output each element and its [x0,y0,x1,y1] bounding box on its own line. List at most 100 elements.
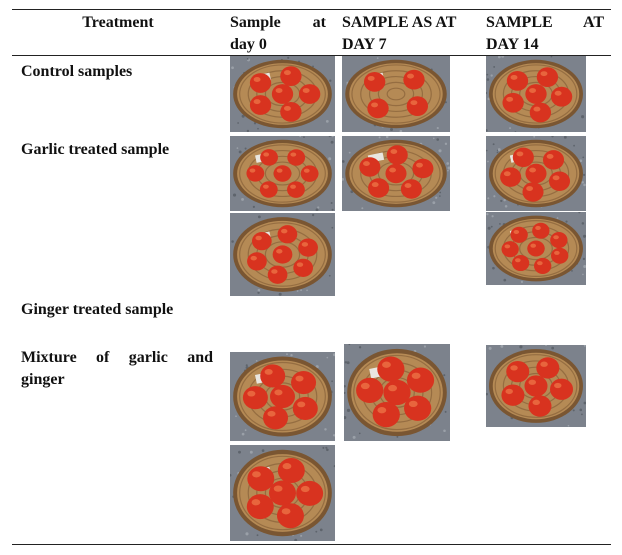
garlic-day14-photo-a [486,136,586,211]
floor-speckle [325,119,329,123]
tomato [525,163,547,184]
tomato [246,165,265,182]
garlic-day0-photo-b [230,213,335,296]
floor-speckle [238,150,242,154]
tomato [280,102,302,122]
floor-speckle [582,234,586,238]
floor-speckle [556,217,559,219]
tomato [356,377,384,403]
floor-speckle [581,181,584,184]
mixture-day14-photo-image [486,345,586,427]
floor-speckle [300,289,303,292]
floor-speckle [249,450,253,454]
floor-speckle [582,173,586,176]
control-day14-photo-image [486,56,586,132]
tomato-highlight [301,242,309,247]
mixture-day7-photo-image [344,344,450,441]
floor-speckle [257,288,261,292]
floor-speckle [244,147,247,150]
tomato [502,92,524,113]
floor-speckle [352,435,356,439]
tomato-highlight [503,171,511,177]
floor-speckle [342,160,345,163]
floor-speckle [579,408,583,412]
floor-speckle [545,345,547,347]
tomato [386,145,408,165]
floor-speckle [326,448,329,452]
floor-speckle [312,65,314,68]
header-day14-word-2: AT [582,14,604,31]
floor-speckle [444,142,448,146]
tomato [512,147,534,168]
floor-speckle [306,289,308,292]
tomato [287,149,306,166]
tomato [270,384,295,409]
row-label-mixture: Mixture of garlic and ginger [21,347,213,391]
tomato-highlight [513,229,520,234]
floor-speckle [443,374,446,377]
control-day0-photo [230,56,335,132]
tomato [271,84,294,104]
mixture-day0-photo-a-image [230,352,335,441]
basket-weave [239,222,326,287]
tomato [510,226,528,243]
floor-speckle [319,528,323,532]
floor-speckle [252,205,255,208]
row-label-mixture-word-1: Mixture [21,349,77,366]
tomato-highlight [275,88,283,94]
floor-speckle [582,257,586,261]
tomato-highlight [504,244,511,249]
floor-speckle [344,384,346,388]
floor-speckle [486,149,488,152]
floor-speckle [486,392,488,396]
tomato [296,480,324,506]
basket-weave [351,144,441,203]
tomato [412,158,434,179]
basket-weave [386,87,406,101]
control-day14-photo [486,56,586,132]
header-day7-line-1: SAMPLE AS AT [342,14,457,31]
tomato-highlight [300,485,310,493]
floor-speckle [446,162,450,165]
floor-speckle [232,193,237,197]
tomato-highlight [510,365,518,371]
tomato [246,494,274,520]
floor-speckle [315,208,319,211]
control-day0-photo-image [230,56,335,132]
floor-speckle [533,136,536,138]
mixture-day7-photo [344,344,450,441]
floor-speckle [396,435,399,438]
floor-speckle [346,361,350,365]
floor-speckle [486,78,490,81]
tomato-highlight [367,75,375,81]
floor-speckle [257,127,259,130]
tomato [368,178,390,198]
tomato-highlight [540,71,548,77]
floor-speckle [317,206,320,209]
tomato-highlight [390,149,398,154]
floor-speckle [432,201,436,205]
basket-weave [351,64,441,124]
tomato-highlight [388,384,397,392]
floor-speckle [361,207,364,210]
floor-speckle [490,74,493,77]
floor-speckle [493,66,496,68]
control-day7-photo-image [342,56,450,132]
tomato-highlight [540,361,548,367]
floor-speckle [358,432,361,435]
tomato-highlight [360,382,370,390]
floor-speckle [578,212,581,214]
tomato [260,364,286,388]
row-label-garlic: Garlic treated sample [21,141,170,158]
garlic-day14-photo-b-image [486,212,586,285]
tomato [377,356,405,382]
floor-speckle [257,291,260,294]
floor-speckle [571,270,573,272]
tomato [269,480,296,506]
floor-speckle [487,160,489,163]
tomato-highlight [510,74,518,80]
tomato-highlight [276,249,283,254]
tomato [404,395,432,421]
floor-speckle [286,353,288,356]
floor-speckle [344,361,348,364]
